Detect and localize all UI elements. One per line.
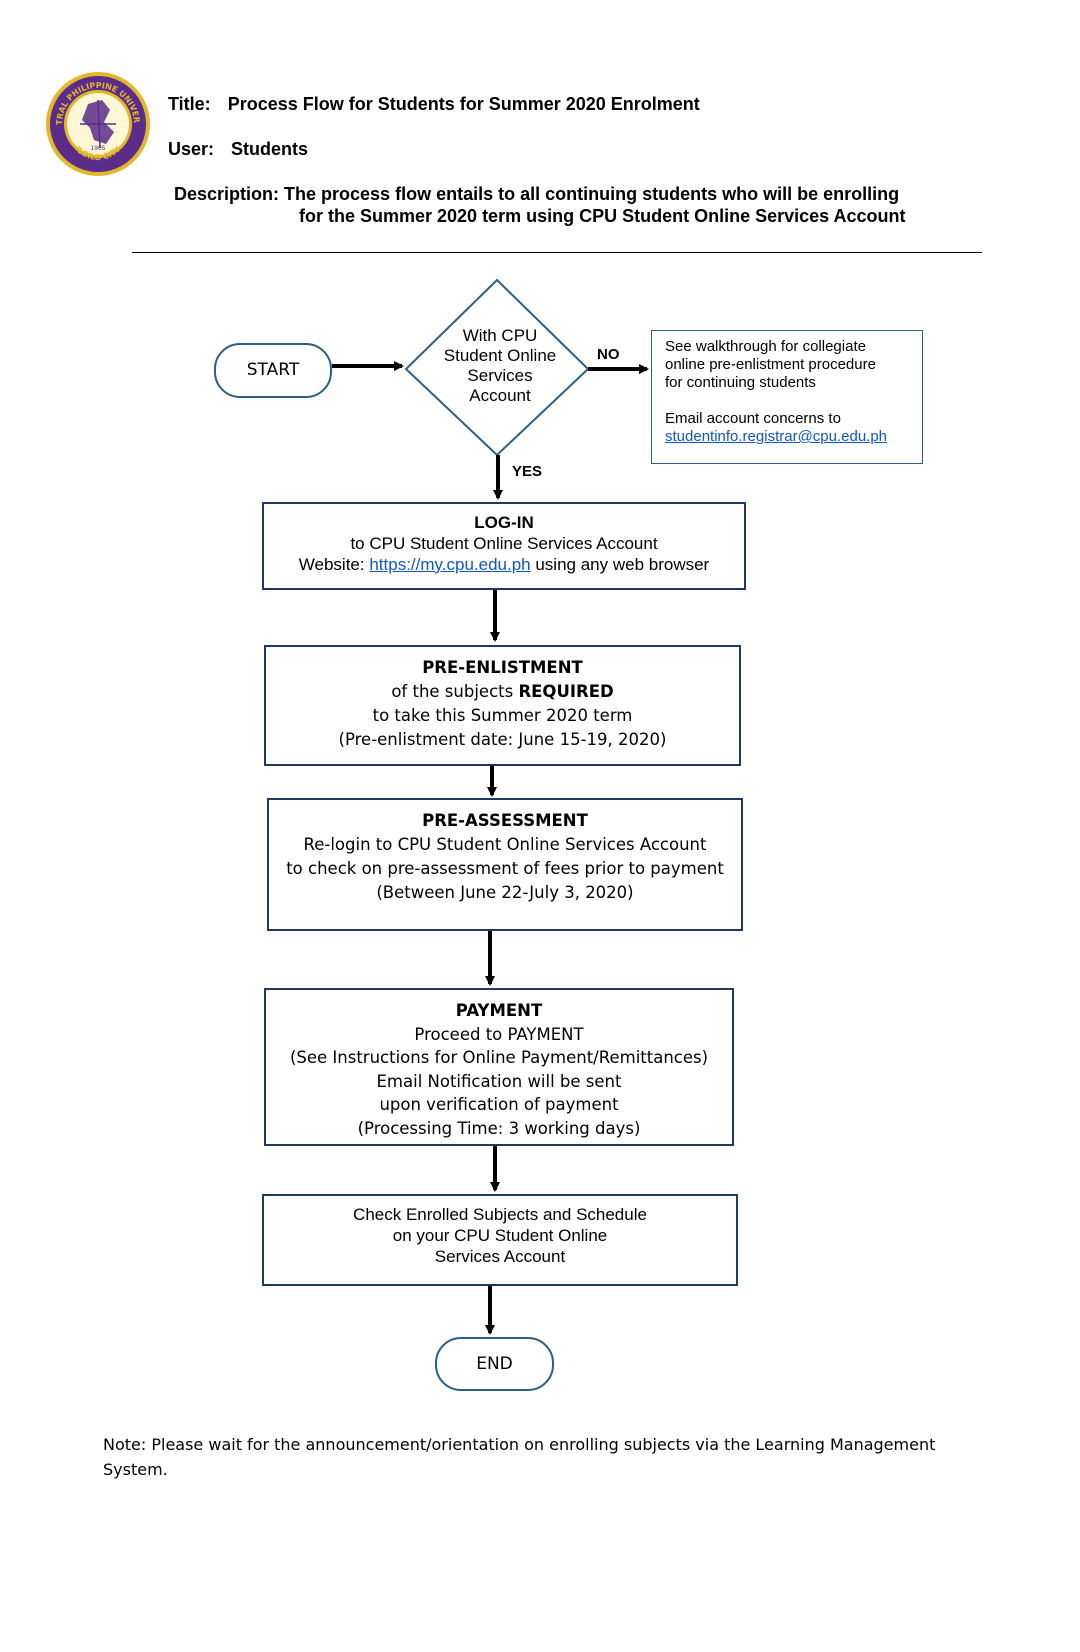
- user-row: User: Students: [168, 139, 308, 160]
- page-title: Process Flow for Students for Summer 202…: [227, 94, 700, 114]
- note-line-2: System.: [103, 1460, 168, 1479]
- preassessment-line-1: Re-login to CPU Student Online Services …: [303, 835, 707, 854]
- payment-line-4: upon verification of payment: [379, 1095, 619, 1114]
- check-line-2: on your CPU Student Online: [392, 1226, 608, 1245]
- website-label: Website:: [298, 555, 370, 574]
- login-step-box: LOG-IN to CPU Student Online Services Ac…: [262, 502, 746, 590]
- decision-line-2: Student Online: [443, 346, 557, 365]
- payment-line-1: Proceed to PAYMENT: [414, 1024, 584, 1044]
- university-seal-logo: CENTRAL PHILIPPINE UNIVERSITY ILOILO CIT…: [44, 70, 152, 178]
- payment-heading: PAYMENT: [455, 1001, 543, 1020]
- no-note-line-2: online pre-enlistment procedure: [665, 356, 876, 373]
- title-row: Title: Process Flow for Students for Sum…: [168, 94, 700, 115]
- user-label: User:: [168, 139, 215, 159]
- no-note-line-3: for continuing students: [665, 374, 816, 391]
- preassessment-heading: PRE-ASSESSMENT: [422, 811, 588, 830]
- login-heading: LOG-IN: [474, 513, 534, 532]
- description: Description: The process flow entails to…: [174, 183, 964, 227]
- preenlistment-required: REQUIRED: [518, 682, 614, 701]
- description-line-2: for the Summer 2020 term using CPU Stude…: [299, 206, 906, 226]
- description-label: Description:: [174, 184, 280, 204]
- preassessment-line-3: (Between June 22-July 3, 2020): [376, 883, 634, 902]
- payment-step-box: PAYMENT Proceed to PAYMENT (See Instruct…: [264, 988, 734, 1146]
- no-branch-note: See walkthrough for collegiate online pr…: [651, 330, 923, 464]
- decision-line-4: Account: [469, 386, 531, 405]
- seal-year: 1905: [90, 145, 105, 152]
- preenlistment-line-1a: of the subjects: [391, 682, 519, 701]
- payment-line-5: (Processing Time: 3 working days): [357, 1118, 641, 1138]
- footer-note: Note: Please wait for the announcement/o…: [103, 1432, 1003, 1482]
- yes-label: YES: [512, 463, 543, 480]
- preassessment-line-2: to check on pre-assessment of fees prior…: [286, 859, 724, 878]
- check-line-3: Services Account: [434, 1247, 566, 1266]
- login-website-line: Website: https://my.cpu.edu.ph using any…: [264, 554, 744, 575]
- check-line-1: Check Enrolled Subjects and Schedule: [353, 1205, 647, 1224]
- preenlistment-line-3: (Pre-enlistment date: June 15-19, 2020): [338, 730, 667, 749]
- registrar-email-link[interactable]: studentinfo.registrar@cpu.edu.ph: [665, 428, 888, 445]
- decision-line-1: With CPU: [462, 326, 538, 345]
- decision-text: With CPU Student Online Services Account: [430, 326, 570, 406]
- note-line-1: Note: Please wait for the announcement/o…: [103, 1435, 936, 1454]
- start-terminal: START: [214, 343, 332, 398]
- login-line-1: to CPU Student Online Services Account: [350, 534, 658, 553]
- header-divider: [132, 252, 982, 253]
- user-value: Students: [231, 139, 309, 159]
- end-terminal: END: [435, 1337, 554, 1391]
- website-suffix: using any web browser: [530, 555, 710, 574]
- decision-line-3: Services: [467, 366, 533, 385]
- no-note-line-1: See walkthrough for collegiate: [665, 338, 866, 355]
- no-note-line-4: Email account concerns to: [665, 410, 841, 427]
- start-label: START: [246, 360, 300, 380]
- preenlistment-line-2: to take this Summer 2020 term: [372, 706, 633, 725]
- preassessment-step-box: PRE-ASSESSMENT Re-login to CPU Student O…: [267, 798, 743, 931]
- end-label: END: [476, 1354, 513, 1374]
- payment-line-3: Email Notification will be sent: [376, 1071, 622, 1091]
- title-label: Title:: [168, 94, 211, 114]
- no-label: NO: [597, 346, 620, 363]
- portal-url-link[interactable]: https://my.cpu.edu.ph: [369, 555, 531, 574]
- payment-line-2: (See Instructions for Online Payment/Rem…: [289, 1048, 709, 1067]
- check-enrolled-step-box: Check Enrolled Subjects and Schedule on …: [262, 1194, 738, 1286]
- preenlistment-step-box: PRE-ENLISTMENT of the subjects REQUIRED …: [264, 645, 741, 766]
- preenlistment-line-1: of the subjects REQUIRED: [266, 680, 739, 704]
- description-line-1: The process flow entails to all continui…: [284, 184, 900, 204]
- preenlistment-heading: PRE-ENLISTMENT: [422, 658, 583, 677]
